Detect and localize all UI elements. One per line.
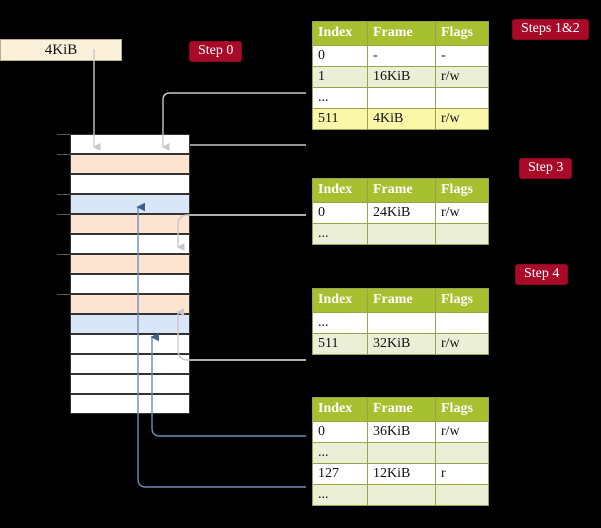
column-header-flags: Flags bbox=[435, 21, 489, 46]
table-row: 0-- bbox=[312, 45, 489, 67]
memory-frame-row bbox=[70, 214, 190, 234]
table-cell: ... bbox=[312, 484, 368, 506]
frame-tick-mark bbox=[57, 134, 70, 135]
badge-step-0-label: Step 0 bbox=[198, 43, 234, 58]
table-cell: 0 bbox=[312, 421, 368, 443]
column-header-index: Index bbox=[312, 397, 368, 422]
table-cell: 0 bbox=[312, 45, 368, 67]
table-row: ... bbox=[312, 484, 489, 506]
table-cell bbox=[367, 223, 436, 245]
memory-frame-row bbox=[70, 154, 190, 174]
badge-step-3-label: Step 3 bbox=[528, 160, 564, 175]
table-cell: 511 bbox=[312, 333, 368, 355]
badge-steps-1-and-2: Steps 1&2 bbox=[512, 19, 589, 40]
table-row: ... bbox=[312, 442, 489, 464]
table-cell: 511 bbox=[312, 108, 368, 130]
table-cell: r/w bbox=[435, 202, 489, 224]
frame-tick-mark bbox=[57, 194, 70, 195]
memory-frame-row bbox=[70, 274, 190, 294]
column-header-flags: Flags bbox=[435, 397, 489, 422]
column-header-index: Index bbox=[312, 288, 368, 313]
table-cell: r/w bbox=[435, 421, 489, 443]
frame-tick-mark bbox=[57, 294, 70, 295]
table-cell: r/w bbox=[435, 66, 489, 88]
table-cell bbox=[367, 312, 436, 334]
table-cell: 1 bbox=[312, 66, 368, 88]
memory-frame-row bbox=[70, 194, 190, 214]
table-cell: 0 bbox=[312, 202, 368, 224]
wire-table1-to-frame6 bbox=[177, 214, 306, 251]
table-cell bbox=[435, 223, 489, 245]
frame-tick-mark bbox=[57, 254, 70, 255]
virtual-address-box: 4KiB bbox=[0, 39, 122, 61]
table-cell bbox=[435, 442, 489, 464]
table-cell bbox=[367, 442, 436, 464]
badge-step-4-label: Step 4 bbox=[524, 266, 560, 281]
column-header-index: Index bbox=[312, 178, 368, 203]
column-header-flags: Flags bbox=[435, 178, 489, 203]
memory-frame-row bbox=[70, 174, 190, 194]
table-cell: - bbox=[435, 45, 489, 67]
memory-frame-row bbox=[70, 294, 190, 314]
table-cell: 4KiB bbox=[367, 108, 436, 130]
table-cell: 24KiB bbox=[367, 202, 436, 224]
column-header-frame: Frame bbox=[367, 397, 436, 422]
memory-frame-row bbox=[70, 234, 190, 254]
table-cell bbox=[435, 484, 489, 506]
memory-frame-row bbox=[70, 374, 190, 394]
memory-frame-row bbox=[70, 334, 190, 354]
table-cell bbox=[367, 484, 436, 506]
table-cell: r bbox=[435, 463, 489, 485]
table-cell: ... bbox=[312, 223, 368, 245]
table-cell bbox=[435, 87, 489, 109]
table-row: ... bbox=[312, 312, 489, 334]
table-cell: ... bbox=[312, 312, 368, 334]
column-header-frame: Frame bbox=[367, 21, 436, 46]
table-cell: 12KiB bbox=[367, 463, 436, 485]
column-header-flags: Flags bbox=[435, 288, 489, 313]
table-cell: ... bbox=[312, 442, 368, 464]
wire-table2-to-frame8 bbox=[176, 308, 306, 361]
column-header-frame: Frame bbox=[367, 178, 436, 203]
frame-tick-mark bbox=[57, 154, 70, 155]
memory-frame-row bbox=[70, 394, 190, 414]
table-cell: r/w bbox=[435, 108, 489, 130]
table-cell: - bbox=[367, 45, 436, 67]
table-cell: 36KiB bbox=[367, 421, 436, 443]
memory-frame-row bbox=[70, 134, 190, 154]
memory-frame-row bbox=[70, 354, 190, 374]
badge-step-0: Step 0 bbox=[189, 41, 243, 62]
virtual-address-label: 4KiB bbox=[44, 42, 78, 58]
table-cell bbox=[435, 312, 489, 334]
table-cell: r/w bbox=[435, 333, 489, 355]
memory-frame-row bbox=[70, 314, 190, 334]
column-header-frame: Frame bbox=[367, 288, 436, 313]
table-row: ... bbox=[312, 87, 489, 109]
table-cell: 32KiB bbox=[367, 333, 436, 355]
table-cell bbox=[367, 87, 436, 109]
frame-tick-mark bbox=[57, 214, 70, 215]
badge-steps-1-and-2-label: Steps 1&2 bbox=[521, 21, 580, 36]
badge-step-3: Step 3 bbox=[519, 158, 573, 179]
table-cell: 16KiB bbox=[367, 66, 436, 88]
badge-step-4: Step 4 bbox=[515, 264, 569, 285]
table-cell: 127 bbox=[312, 463, 368, 485]
table-cell: ... bbox=[312, 87, 368, 109]
memory-frame-row bbox=[70, 254, 190, 274]
table-row: ... bbox=[312, 223, 489, 245]
column-header-index: Index bbox=[312, 21, 368, 46]
